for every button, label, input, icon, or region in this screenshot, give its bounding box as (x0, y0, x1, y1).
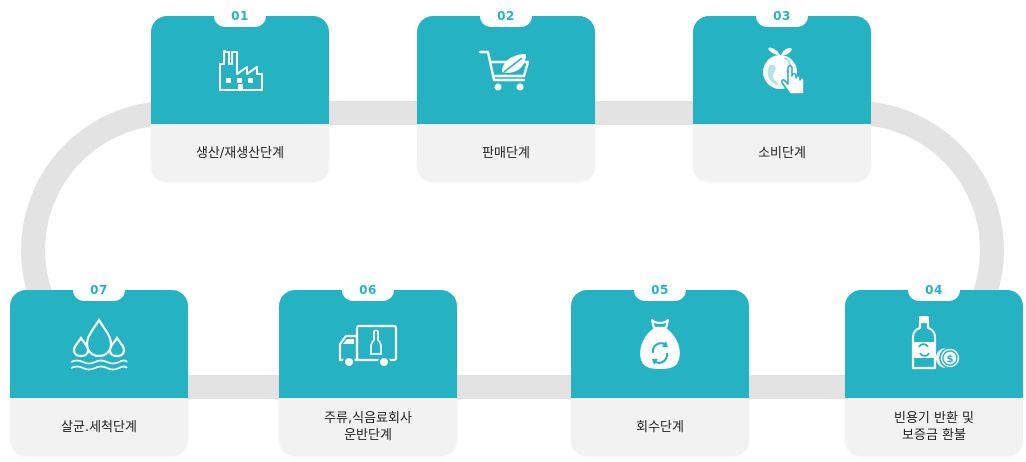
svg-text:$: $ (947, 354, 954, 365)
delivery-truck-icon (338, 324, 398, 368)
bottle-coins-icon: $ (911, 316, 961, 370)
recycle-bag-icon (640, 318, 680, 369)
step-label: 빈용기 반환 및 보증금 환불 (845, 398, 1023, 456)
factory-icon (219, 50, 263, 91)
card-top (10, 290, 188, 398)
step-number-badge: 02 (480, 5, 532, 27)
step-label: 판매단계 (417, 124, 595, 182)
step-label-line: 보증금 환불 (902, 428, 966, 443)
step-card-02: 판매단계 (417, 16, 595, 182)
step-label-line: 살균.세척단계 (61, 419, 137, 435)
step-label-line: 주류,식음료회사 (324, 411, 412, 426)
step-card-03: 소비단계 (693, 16, 871, 182)
step-card-06: 주류,식음료회사 운반단계 (279, 290, 457, 456)
card-top (151, 16, 329, 124)
step-number-badge: 06 (342, 279, 394, 301)
card-top (279, 290, 457, 398)
water-drops-icon (70, 317, 128, 371)
step-label-line: 소비단계 (758, 145, 806, 161)
step-label: 소비단계 (693, 124, 871, 182)
step-number-badge: 07 (73, 279, 125, 301)
step-card-01: 생산/재생산단계 (151, 16, 329, 182)
step-number-badge: 04 (908, 279, 960, 301)
shopping-cart-leaf-icon (478, 50, 530, 91)
step-number-badge: 01 (214, 5, 266, 27)
step-label-line: 빈용기 반환 및 (893, 411, 975, 426)
globe-hand-icon (763, 47, 805, 95)
card-top (417, 16, 595, 124)
step-label-line: 생산/재생산단계 (195, 145, 285, 161)
step-number-badge: 05 (634, 279, 686, 301)
step-label: 생산/재생산단계 (151, 124, 329, 182)
card-top: $ (845, 290, 1023, 398)
step-label-line: 판매단계 (482, 145, 530, 161)
step-number-badge: 03 (756, 5, 808, 27)
step-card-04: $ 빈용기 반환 및 보증금 환불 (845, 290, 1023, 456)
step-card-07: 살균.세척단계 (10, 290, 188, 456)
card-top (571, 290, 749, 398)
step-label: 살균.세척단계 (10, 398, 188, 456)
step-label-line: 운반단계 (344, 428, 392, 443)
step-label: 회수단계 (571, 398, 749, 456)
step-label: 주류,식음료회사 운반단계 (279, 398, 457, 456)
step-card-05: 회수단계 (571, 290, 749, 456)
card-top (693, 16, 871, 124)
step-label-line: 회수단계 (636, 419, 684, 435)
